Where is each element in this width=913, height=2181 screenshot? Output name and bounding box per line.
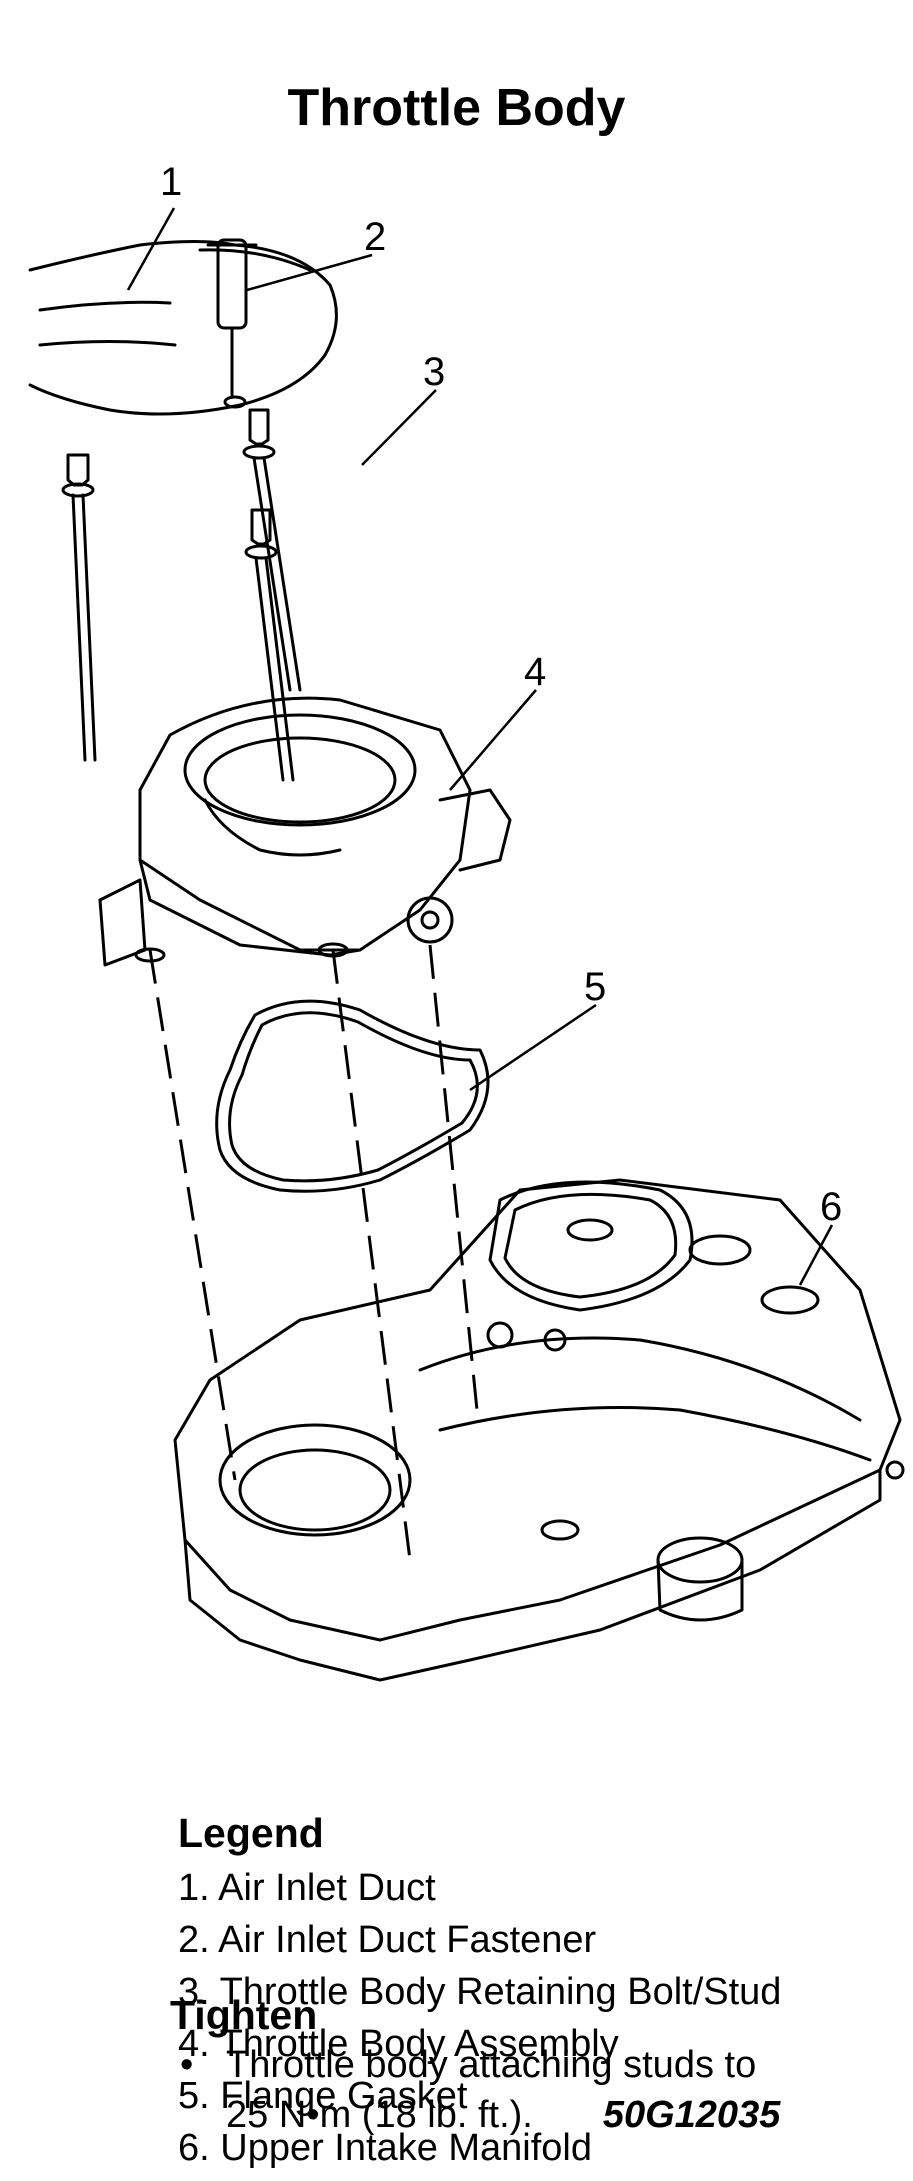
- air-inlet-duct: [28, 240, 338, 416]
- flange-gasket: [215, 999, 490, 1193]
- legend: Legend 1. Air Inlet Duct 2. Air Inlet Du…: [178, 1808, 898, 2174]
- callout-4: 4: [524, 650, 546, 694]
- throttle-body-diagram: 1 2 3 4 5 6: [28, 160, 905, 1682]
- page-title: Throttle Body: [287, 79, 626, 137]
- bullet-icon: •: [180, 2044, 194, 2086]
- legend-item: 6. Upper Intake Manifold: [178, 2127, 593, 2169]
- callout-1: 1: [160, 160, 182, 204]
- callout-6: 6: [820, 1185, 842, 1229]
- torque-spec: 25 N•m (18 lb. ft.).: [226, 2094, 533, 2136]
- alignment-lines: [148, 944, 480, 1561]
- tighten-line-1: Throttle body attaching studs to: [226, 2044, 757, 2086]
- throttle-body-assembly: [98, 696, 512, 967]
- callout-5: 5: [584, 965, 606, 1009]
- upper-intake-manifold: [173, 1178, 905, 1682]
- callout-3: 3: [423, 350, 445, 394]
- legend-item: 1. Air Inlet Duct: [178, 1867, 436, 1909]
- tighten-line-2-row: 25 N•m (18 lb. ft.). 50G12035: [226, 2090, 780, 2140]
- legend-item: 2. Air Inlet Duct Fastener: [178, 1919, 597, 1961]
- tighten-spec: Throttle body attaching studs to 25 N•m …: [226, 2040, 780, 2140]
- legend-item: 4. Throttle Body Assembly: [178, 2023, 619, 2065]
- legend-heading: Legend: [178, 1810, 324, 1856]
- legend-item: 3. Throttle Body Retaining Bolt/Stud: [178, 1971, 782, 2013]
- throttle-body-studs: [61, 408, 302, 782]
- figure-id: 50G12035: [602, 2094, 781, 2136]
- tighten-bullet: • Throttle body attaching studs to 25 N•…: [180, 2040, 890, 2140]
- leader-lines: [126, 207, 834, 1286]
- legend-item: 5. Flange Gasket: [178, 2075, 468, 2117]
- air-inlet-duct-fastener: [206, 238, 258, 409]
- legend-list: 1. Air Inlet Duct 2. Air Inlet Duct Fast…: [178, 1862, 898, 2174]
- tighten-section: Tighten • Throttle body attaching studs …: [170, 1990, 890, 2140]
- tighten-heading: Tighten: [170, 1992, 318, 2038]
- callout-2: 2: [364, 215, 386, 259]
